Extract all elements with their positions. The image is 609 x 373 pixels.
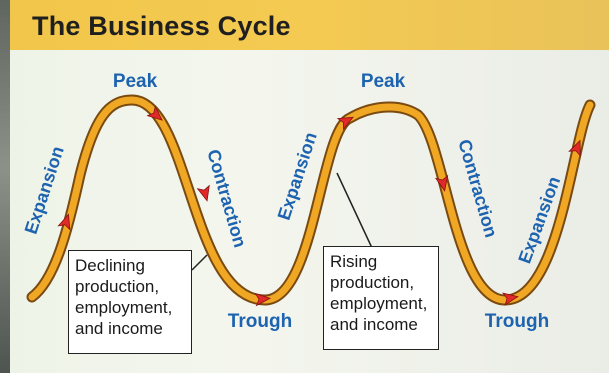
callout-rising-line-4: and income <box>330 315 418 334</box>
callout-rising: Rising production, employment, and incom… <box>323 246 439 350</box>
label-peak-2: Peak <box>361 71 406 92</box>
callout-rising-line-2: production, <box>330 273 415 292</box>
arrow-trough-1 <box>254 292 271 307</box>
arrow-expansion-2 <box>336 116 354 131</box>
label-trough-2: Trough <box>485 311 549 332</box>
rising-pointer-line <box>336 172 373 249</box>
diagram-title: The Business Cycle <box>32 11 291 41</box>
callout-declining-line-3: employment, <box>75 298 173 317</box>
arrow-contraction-2 <box>434 174 449 192</box>
callout-declining: Declining production, employment, and in… <box>68 250 192 354</box>
cycle-wave-fill <box>28 96 594 304</box>
callout-rising-line-3: employment, <box>330 294 428 313</box>
label-trough-1: Trough <box>228 311 292 332</box>
label-contraction-2: Contraction <box>454 137 501 240</box>
arrow-contraction-1 <box>196 184 210 202</box>
callout-rising-line-1: Rising <box>330 252 378 271</box>
arrow-expansion-1 <box>57 213 71 231</box>
declining-pointer-line <box>191 254 208 271</box>
arrow-expansion-3 <box>568 139 581 157</box>
label-peak-1: Peak <box>113 71 158 92</box>
callout-declining-line-2: production, <box>75 277 160 296</box>
callout-declining-line-1: Declining <box>75 256 145 275</box>
arrow-peak-1 <box>146 105 163 121</box>
label-contraction-1: Contraction <box>203 147 250 250</box>
title-bar: The Business Cycle <box>10 0 609 50</box>
left-edge-strip <box>0 0 10 373</box>
arrow-trough-2 <box>502 292 519 306</box>
callout-declining-line-4: and income <box>75 319 163 338</box>
